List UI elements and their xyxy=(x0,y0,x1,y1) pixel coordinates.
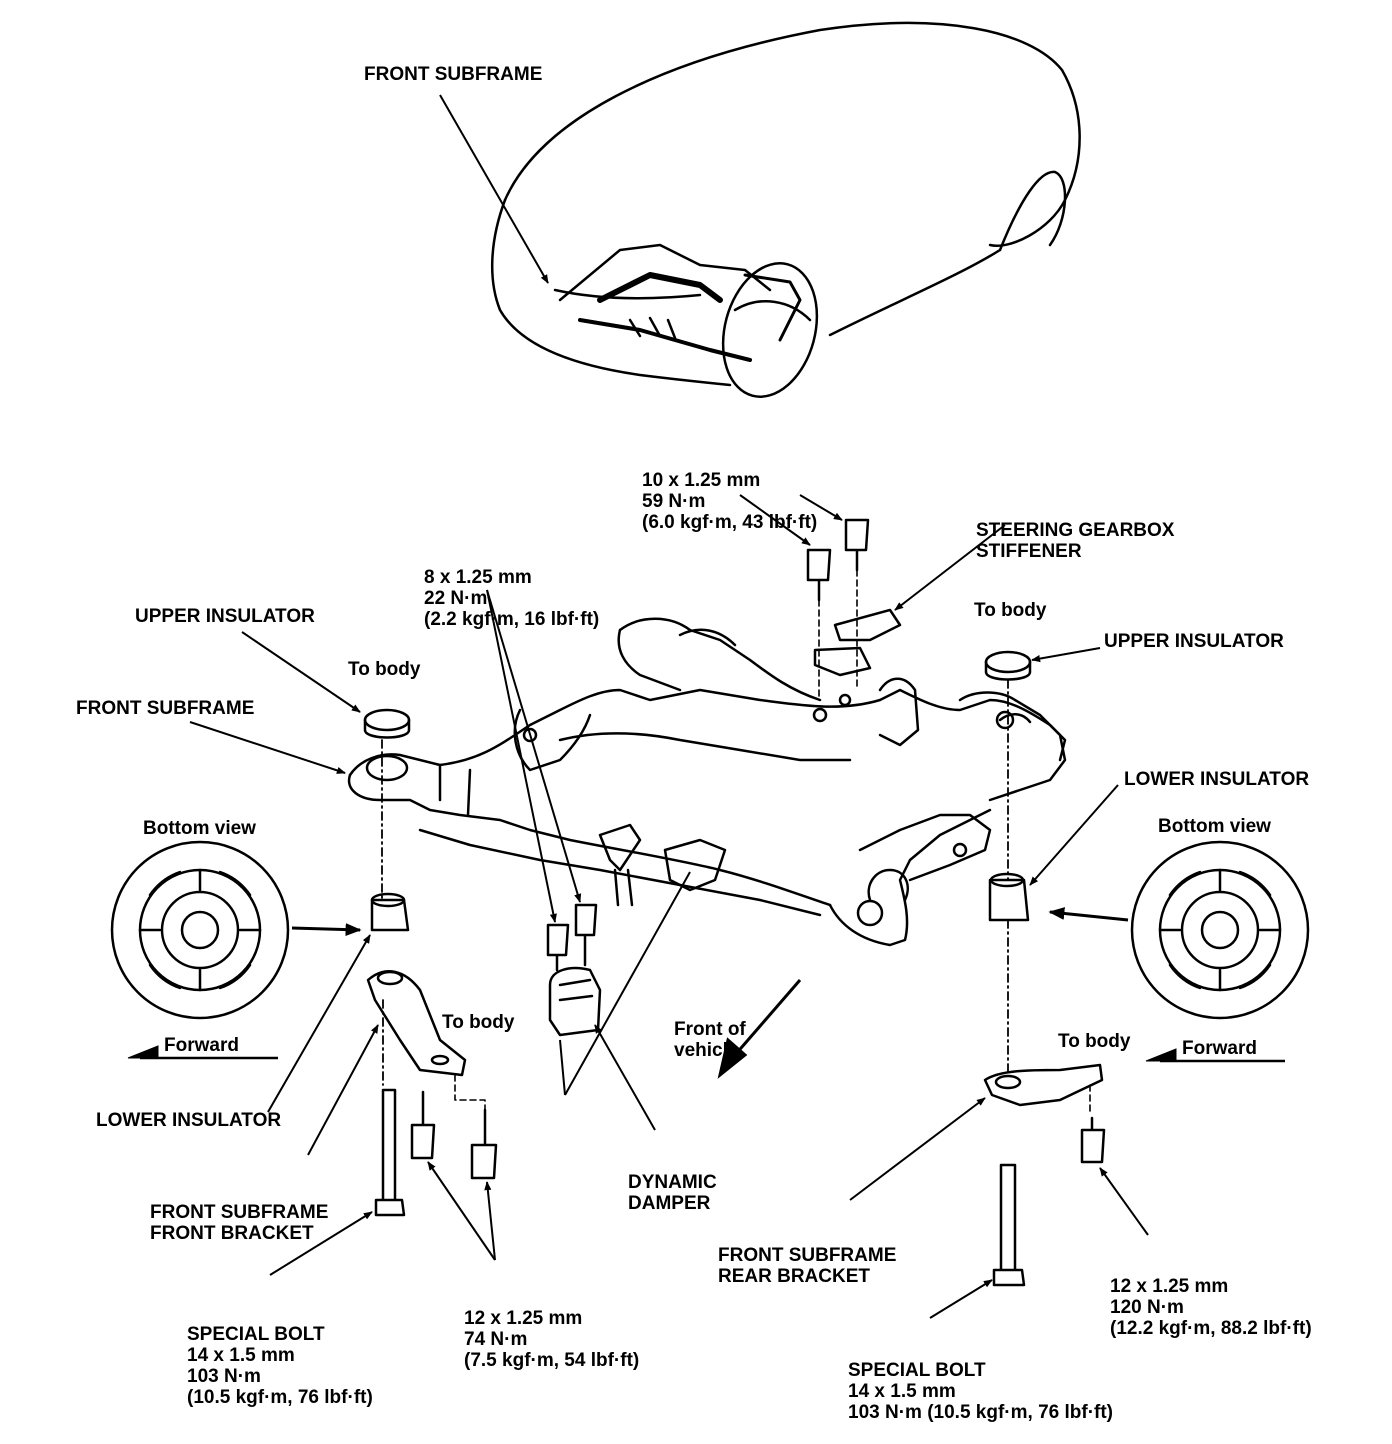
stiffener-bolts xyxy=(806,518,902,701)
label-to-body-left-upper: To body xyxy=(348,659,421,680)
label-bottom-view-right: Bottom view xyxy=(1158,816,1271,837)
left-mount-hardware xyxy=(363,708,498,1217)
label-front-subframe-top: FRONT SUBFRAME xyxy=(364,64,543,85)
front-of-vehicle-arrow xyxy=(717,979,802,1079)
label-to-body-right-upper: To body xyxy=(974,600,1047,621)
label-lower-insulator-left: LOWER INSULATOR xyxy=(96,1110,282,1131)
dynamic-damper-parts xyxy=(546,903,602,1037)
label-to-body-left-lower: To body xyxy=(442,1012,515,1033)
label-front-subframe-left: FRONT SUBFRAME xyxy=(76,698,255,719)
car-outline xyxy=(490,21,1081,398)
label-upper-insulator-left: UPPER INSULATOR xyxy=(135,606,315,627)
label-forward-right: Forward xyxy=(1182,1038,1257,1059)
bottom-view-disc-left xyxy=(110,840,290,1020)
right-mount-hardware xyxy=(983,650,1106,1287)
forward-arrows xyxy=(127,1045,1285,1063)
label-lower-insulator-right: LOWER INSULATOR xyxy=(1124,769,1310,790)
label-forward-left: Forward xyxy=(164,1035,239,1056)
subframe-body xyxy=(347,617,1067,947)
leader-lines xyxy=(189,94,1149,1319)
label-upper-insulator-right: UPPER INSULATOR xyxy=(1104,631,1284,652)
label-bottom-view-left: Bottom view xyxy=(143,818,256,839)
bottom-view-disc-right xyxy=(1130,840,1310,1020)
label-to-body-right-lower: To body xyxy=(1058,1031,1131,1052)
